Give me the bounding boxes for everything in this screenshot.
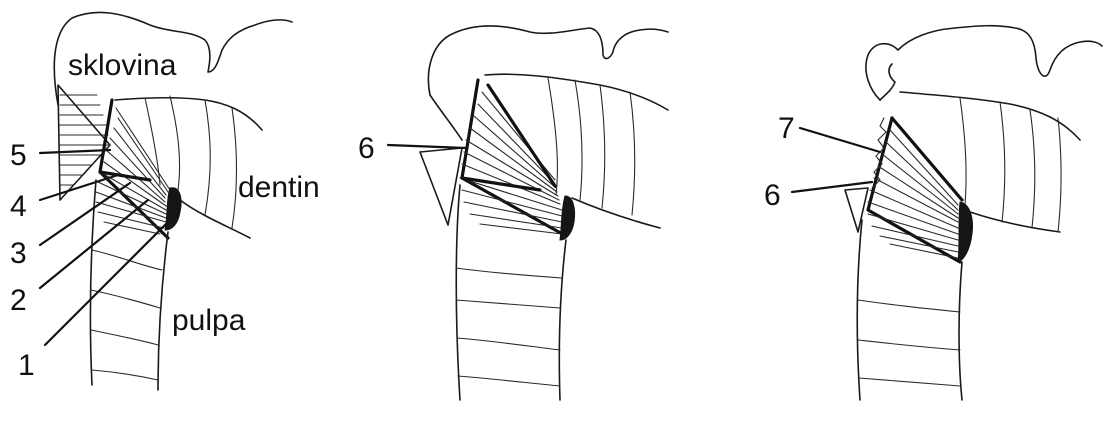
panel3-lesion-top: [892, 118, 962, 200]
leader-6-panel3: [792, 182, 872, 192]
panel1-pulp-band: [91, 290, 160, 308]
panel1-tubule: [170, 96, 180, 190]
number-2: 2: [10, 284, 27, 317]
number-3: 3: [10, 237, 27, 270]
panel3-dentin-lower: [970, 212, 1060, 232]
number-6-panel3: 6: [764, 179, 781, 212]
panel2-dark-zone: [560, 196, 575, 240]
panel1-dentin-outline: [115, 98, 262, 130]
panel2-lesion-fan: [460, 92, 562, 234]
panel2-tubule: [575, 80, 582, 200]
panel-1: sklovina dentin pulpa 5 4 3 2 1: [10, 12, 320, 390]
number-7: 7: [778, 112, 795, 145]
panel3-lesion-fan: [868, 130, 958, 258]
panel3-enamel-jag: [880, 64, 895, 100]
number-4: 4: [10, 190, 27, 223]
panel1-pulp-band: [92, 370, 158, 380]
panel3-tubule: [1000, 102, 1005, 222]
panel2-pulp-right-wall: [559, 240, 566, 400]
panel2-tubule: [630, 92, 635, 215]
panel3-pulp-left-wall: [857, 220, 862, 400]
panel3-pulp-band: [858, 340, 960, 350]
panel2-pulp-band: [458, 376, 560, 386]
leader-3: [40, 183, 130, 245]
panel1-pulp-band: [92, 250, 162, 270]
panel3-tubule: [1030, 110, 1035, 228]
number-1: 1: [18, 349, 35, 382]
panel1-pulp-band: [91, 330, 158, 345]
label-enamel: sklovina: [68, 49, 177, 82]
panel2-pulp-band: [457, 338, 560, 350]
panel3-dark-zone: [958, 202, 973, 262]
panel3-tubule: [1058, 118, 1061, 232]
leader-5: [40, 150, 110, 153]
panel3-pulp-right-wall: [959, 262, 962, 400]
panel2-dentin-lower: [572, 198, 660, 228]
panel2-wedge: [420, 148, 462, 225]
panel2-pulp-band: [456, 300, 560, 308]
leader-6-panel2: [388, 145, 466, 148]
leader-7: [800, 128, 880, 152]
panel2-tubule: [600, 85, 605, 208]
label-pulp: pulpa: [172, 304, 246, 337]
panel-3: 7 6: [764, 26, 1102, 400]
panel2-enamel-outline: [428, 26, 668, 95]
panel3-dentin-outline: [900, 92, 1080, 140]
panel3-enamel-outline: [866, 26, 1102, 100]
panel2-pulp-left-wall: [456, 185, 460, 400]
leader-1: [45, 222, 168, 345]
panel1-tubule: [232, 108, 237, 228]
panel3-wedge: [845, 188, 868, 232]
panel3-pulp-band: [858, 300, 960, 312]
number-5: 5: [10, 139, 27, 172]
panel-2: 6: [358, 26, 668, 400]
panel1-pulp-right-wall: [158, 232, 168, 390]
panel3-pulp-band: [859, 378, 960, 386]
panel1-dentin-lower: [180, 200, 250, 238]
panel2-inner-edge: [488, 85, 555, 186]
panel1-cone-left: [58, 85, 110, 200]
label-dentin: dentin: [238, 171, 320, 204]
panel1-tubule: [205, 100, 210, 215]
panel2-enamel-lower: [430, 95, 462, 140]
number-6-panel2: 6: [358, 132, 375, 165]
panel2-pulp-band: [456, 268, 562, 278]
